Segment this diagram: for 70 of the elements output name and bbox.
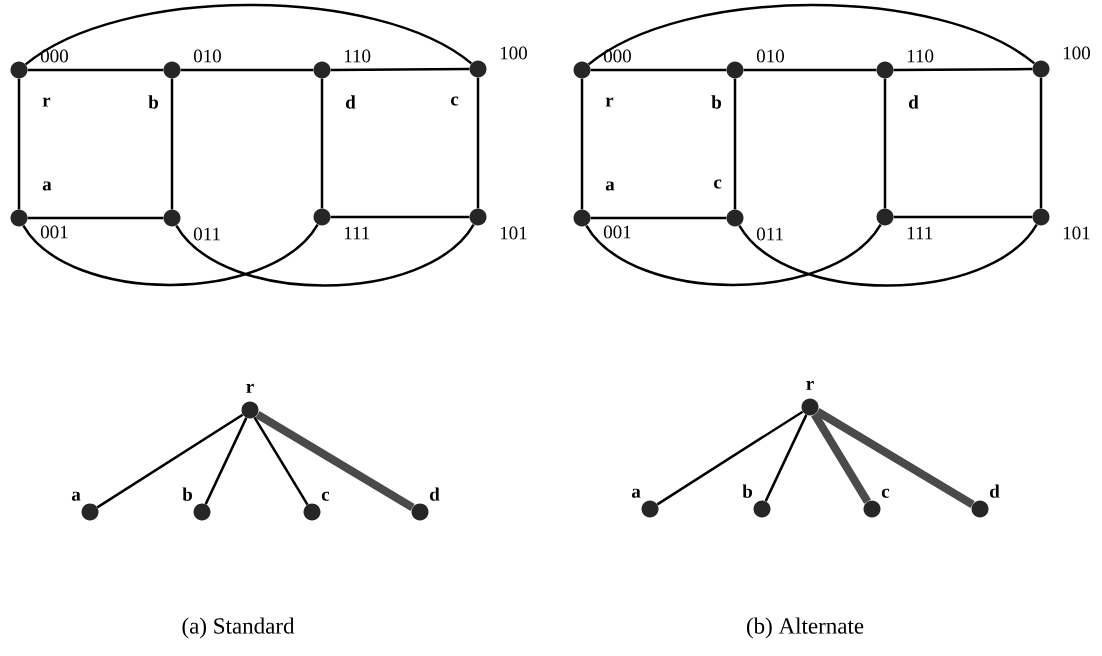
node-label: d [909, 95, 919, 109]
node-label: 101 [500, 226, 527, 240]
edge [893, 215, 1033, 219]
node-label: r [42, 97, 51, 107]
edge [255, 411, 415, 511]
edge [175, 223, 475, 287]
panel-caption: (a) Standard [182, 617, 295, 639]
node-label: 010 [756, 49, 784, 63]
edge [170, 78, 174, 210]
edge [27, 216, 164, 220]
node-label: 010 [193, 49, 221, 63]
node-label: 011 [756, 227, 783, 241]
node-label: 110 [344, 49, 371, 63]
node-label: a [631, 488, 641, 498]
node-label: r [246, 383, 254, 393]
node-label: d [990, 484, 1000, 498]
edge [330, 67, 470, 72]
edge [585, 223, 882, 287]
edge [743, 68, 877, 72]
edge [27, 68, 164, 72]
node-label: 111 [907, 226, 933, 240]
node-label: b [182, 487, 192, 501]
node-label: c [321, 491, 330, 501]
node-label: c [714, 179, 722, 189]
edge [893, 67, 1033, 72]
node-label: c [881, 488, 890, 498]
node-label: 001 [40, 225, 68, 239]
edge [96, 413, 244, 509]
edge [180, 68, 314, 72]
edge [204, 417, 248, 505]
panel-caption: (b) Alternate [746, 617, 864, 639]
node-label: a [605, 181, 615, 191]
node-label: 111 [344, 226, 370, 240]
edge [656, 410, 804, 506]
edge [590, 216, 727, 220]
edge [22, 223, 319, 287]
node-label: b [742, 484, 753, 498]
edge [320, 78, 324, 209]
node-label: a [42, 181, 52, 191]
node-label: 100 [1063, 46, 1090, 60]
edge [24, 3, 473, 66]
edge [253, 416, 309, 506]
node-label: 011 [193, 227, 220, 241]
edge [17, 78, 21, 210]
node-label: r [605, 97, 614, 107]
node-label: d [430, 487, 440, 501]
edge [764, 414, 808, 502]
edge [476, 77, 480, 209]
node-label: 000 [40, 49, 68, 63]
node-label: 001 [603, 225, 631, 239]
edge [580, 78, 584, 210]
edge [815, 408, 975, 508]
node-label: r [806, 380, 814, 390]
node-label: 000 [603, 49, 631, 63]
node-label: a [71, 491, 81, 501]
node-label: 110 [907, 49, 934, 63]
node-label: 100 [500, 46, 527, 60]
edge [330, 215, 470, 219]
edge [587, 3, 1036, 66]
node-label: 101 [1063, 226, 1090, 240]
edge [1039, 77, 1043, 209]
edge [738, 223, 1038, 287]
edge [811, 412, 871, 504]
edge [733, 78, 737, 210]
node-label: b [711, 95, 722, 109]
node-label: c [451, 96, 459, 106]
edge [883, 78, 887, 209]
edge [590, 68, 727, 72]
node-label: d [345, 95, 356, 109]
node-label: b [148, 95, 158, 109]
